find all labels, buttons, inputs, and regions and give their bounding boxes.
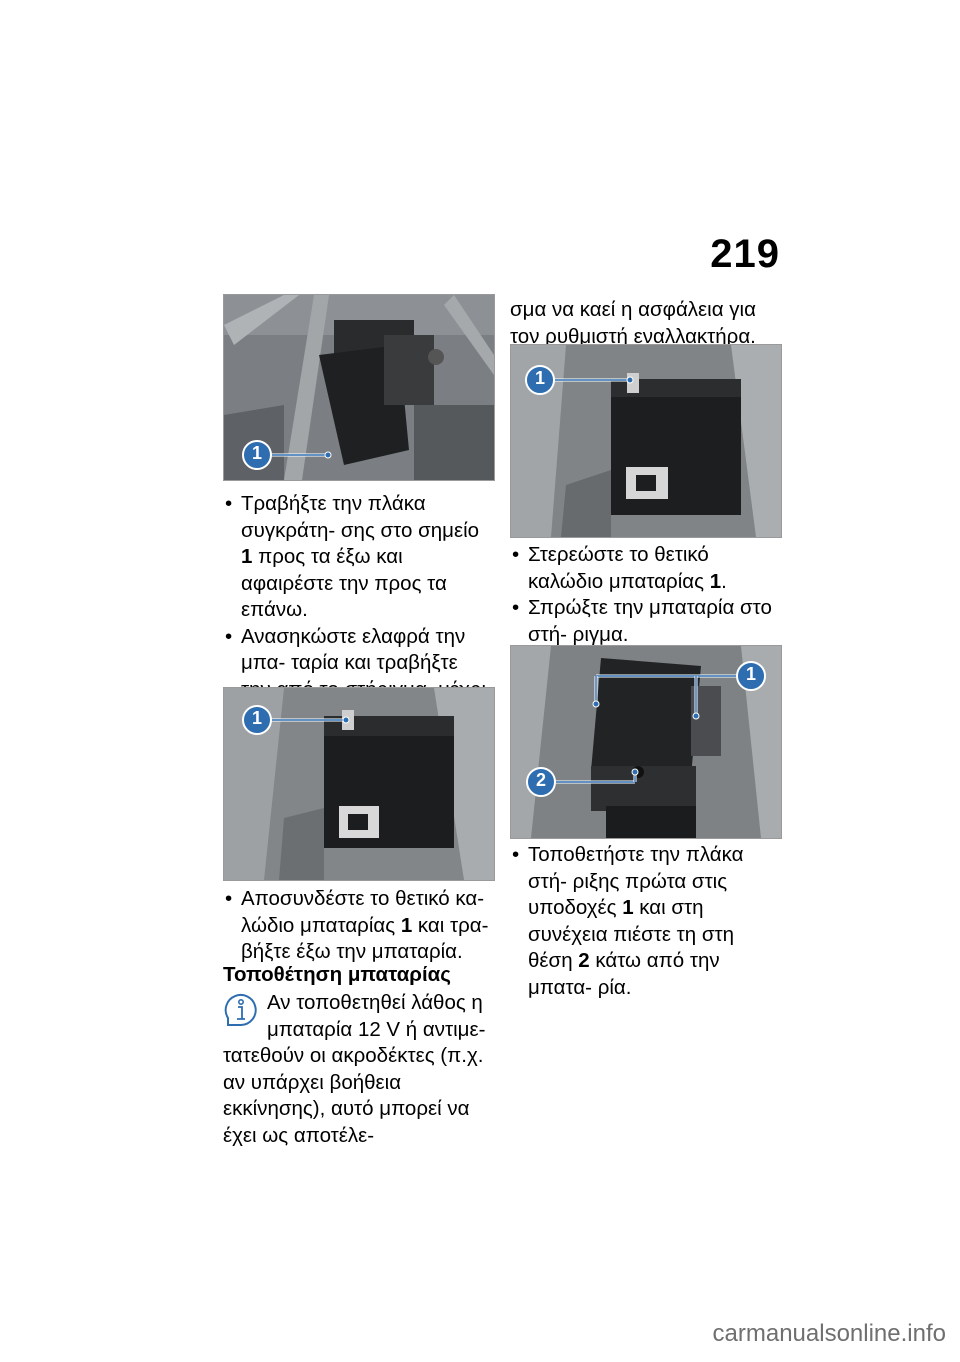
instruction-list-right-b: Τοποθετήστε την πλάκα στή- ριξης πρώτα σ… <box>510 842 780 1001</box>
battery-photo-illustration <box>224 295 494 480</box>
note-text-rest: τατεθούν οι ακροδέκτες (π.χ. αν υπάρχει … <box>223 1044 484 1147</box>
instruction-item: Στερεώστε το θετικό καλώδιο μπαταρίας 1. <box>510 542 780 595</box>
callout-label: 1 <box>251 708 262 728</box>
callout-overlay <box>525 365 634 395</box>
watermark: carmanualsonline.info <box>712 1320 946 1347</box>
callout-overlay <box>242 440 332 470</box>
callout-label: 1 <box>745 664 756 684</box>
battery-photo-illustration <box>511 646 781 838</box>
instruction-item: Τραβήξτε την πλάκα συγκράτη- σης στο σημ… <box>223 491 493 624</box>
callout-label: 1 <box>534 368 545 388</box>
info-icon <box>223 992 259 1028</box>
photo-attach-positive-cable: 1 <box>510 344 782 538</box>
battery-photo-illustration <box>511 345 781 537</box>
battery-photo-illustration <box>224 688 494 880</box>
note-continuation: σμα να καεί η ασφάλεια για τον ρυθμιστή … <box>510 298 756 348</box>
instruction-item: Σπρώξτε την μπαταρία στο στή- ριγμα. <box>510 595 780 648</box>
instruction-list-left-b: Αποσυνδέστε το θετικό κα- λώδιο μπαταρία… <box>223 886 493 966</box>
instruction-item: Τοποθετήστε την πλάκα στή- ριξης πρώτα σ… <box>510 842 780 1001</box>
photo-remove-retaining-plate: 1 <box>223 294 495 481</box>
photo-install-support-plate: 1 2 <box>510 645 782 839</box>
photo-disconnect-positive-cable: 1 <box>223 687 495 881</box>
page-number: 219 <box>710 232 780 276</box>
instruction-item: Αποσυνδέστε το θετικό κα- λώδιο μπαταρία… <box>223 886 493 966</box>
instruction-list-right-a: Στερεώστε το θετικό καλώδιο μπαταρίας 1.… <box>510 542 780 648</box>
callout-label: 2 <box>535 770 546 790</box>
callout-overlay <box>526 661 766 797</box>
note-text-first: Αν τοποθετηθεί λάθος η μπαταρία 12 V ή α… <box>267 991 486 1041</box>
callout-label: 1 <box>251 443 262 463</box>
section-heading: Τοποθέτηση μπαταρίας <box>223 963 451 986</box>
callout-overlay <box>242 705 350 735</box>
